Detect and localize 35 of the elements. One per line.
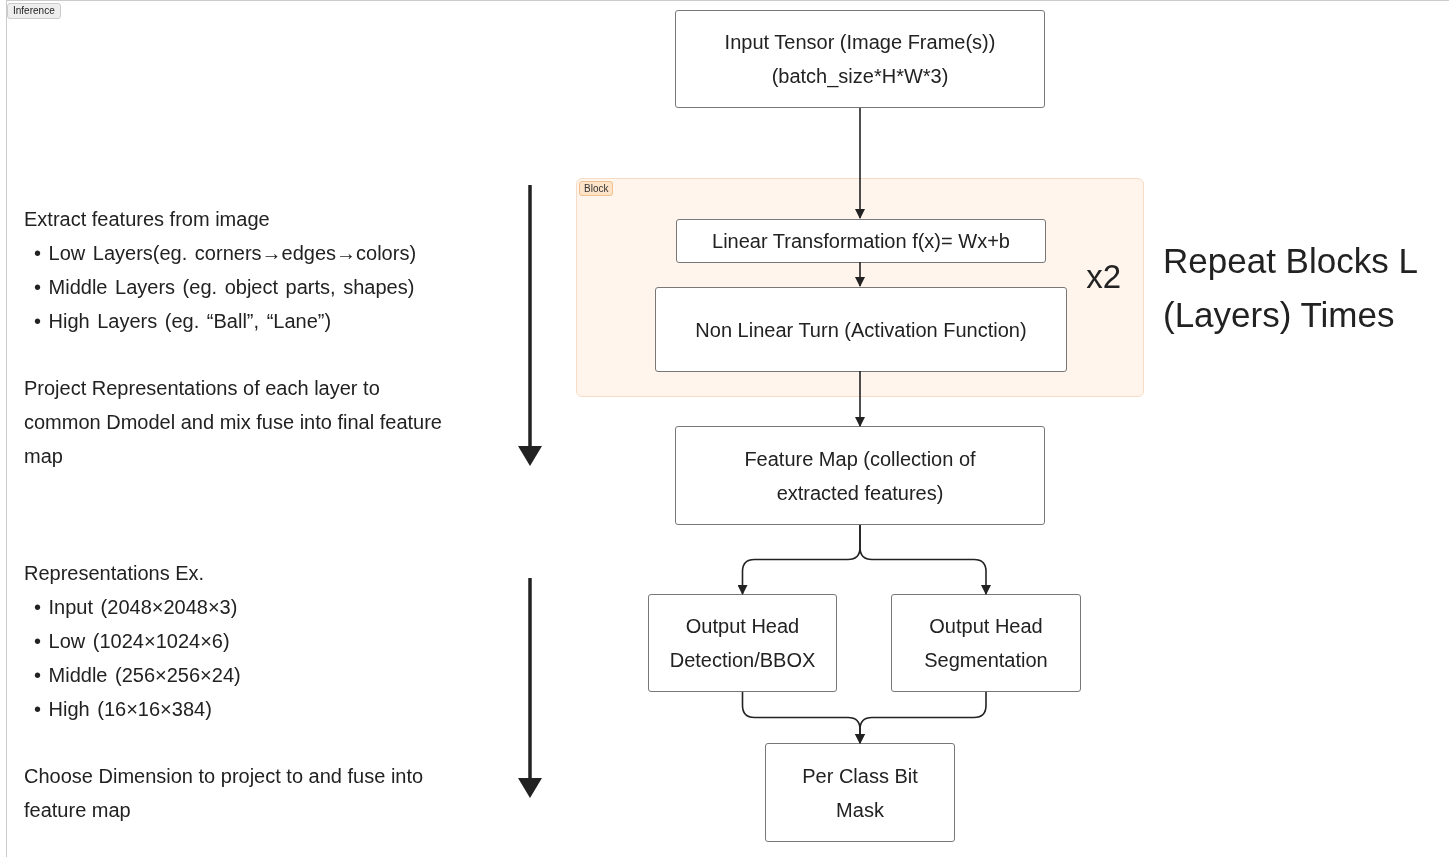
repeat-note: Repeat Blocks L (Layers) Times xyxy=(1163,240,1418,336)
process-box xyxy=(765,743,955,842)
note-text: Project Representations of each layer to common Dmodel and mix fuse into final feature map xyxy=(24,376,443,469)
box-text: Output Head Segmentation xyxy=(923,614,1049,673)
box-text: Output Head Detection/BBOX xyxy=(668,614,817,673)
process-box xyxy=(676,219,1046,263)
block-group xyxy=(576,178,1144,397)
process-box xyxy=(655,287,1067,372)
process-box xyxy=(675,426,1045,525)
process-box xyxy=(675,10,1045,108)
arrow xyxy=(855,261,865,287)
block-tag: Block xyxy=(579,181,614,196)
process-box xyxy=(648,594,837,692)
box-text: Linear Transformation f(x)= Wx+b xyxy=(712,229,1010,254)
box-text: Non Linear Turn (Activation Function) xyxy=(695,317,1027,343)
bullet-item: • High (16×16×384) xyxy=(34,697,212,722)
process-box xyxy=(891,594,1081,692)
arrow xyxy=(855,107,865,219)
bullet-item: • Middle Layers (eg. object parts, shapes) xyxy=(34,275,415,300)
box-text: Input Tensor (Image Frame(s)) (batch_size*H*W*3) xyxy=(723,30,997,90)
mode-tag: Inference xyxy=(7,3,61,19)
note-text: Extract features from image xyxy=(24,207,271,232)
arrow xyxy=(855,370,865,427)
repeat-count: x2 xyxy=(1086,257,1121,297)
note-text: Representations Ex. xyxy=(24,561,206,586)
arrow xyxy=(855,691,987,744)
note-text: Choose Dimension to project to and fuse into feature map xyxy=(24,764,425,823)
bullet-item: • Middle (256×256×24) xyxy=(34,663,241,688)
box-text: Per Class Bit Mask xyxy=(801,763,919,823)
bullet-item: • Input (2048×2048×3) xyxy=(34,595,238,620)
arrow xyxy=(859,524,991,595)
bullet-item: • Low Layers(eg. corners→edges→colors) xyxy=(34,241,417,266)
bullet-item: • High Layers (eg. “Ball”, “Lane”) xyxy=(34,309,332,334)
box-text: Feature Map (collection of extracted features) xyxy=(743,446,977,506)
bullet-item: • Low (1024×1024×6) xyxy=(34,629,230,654)
